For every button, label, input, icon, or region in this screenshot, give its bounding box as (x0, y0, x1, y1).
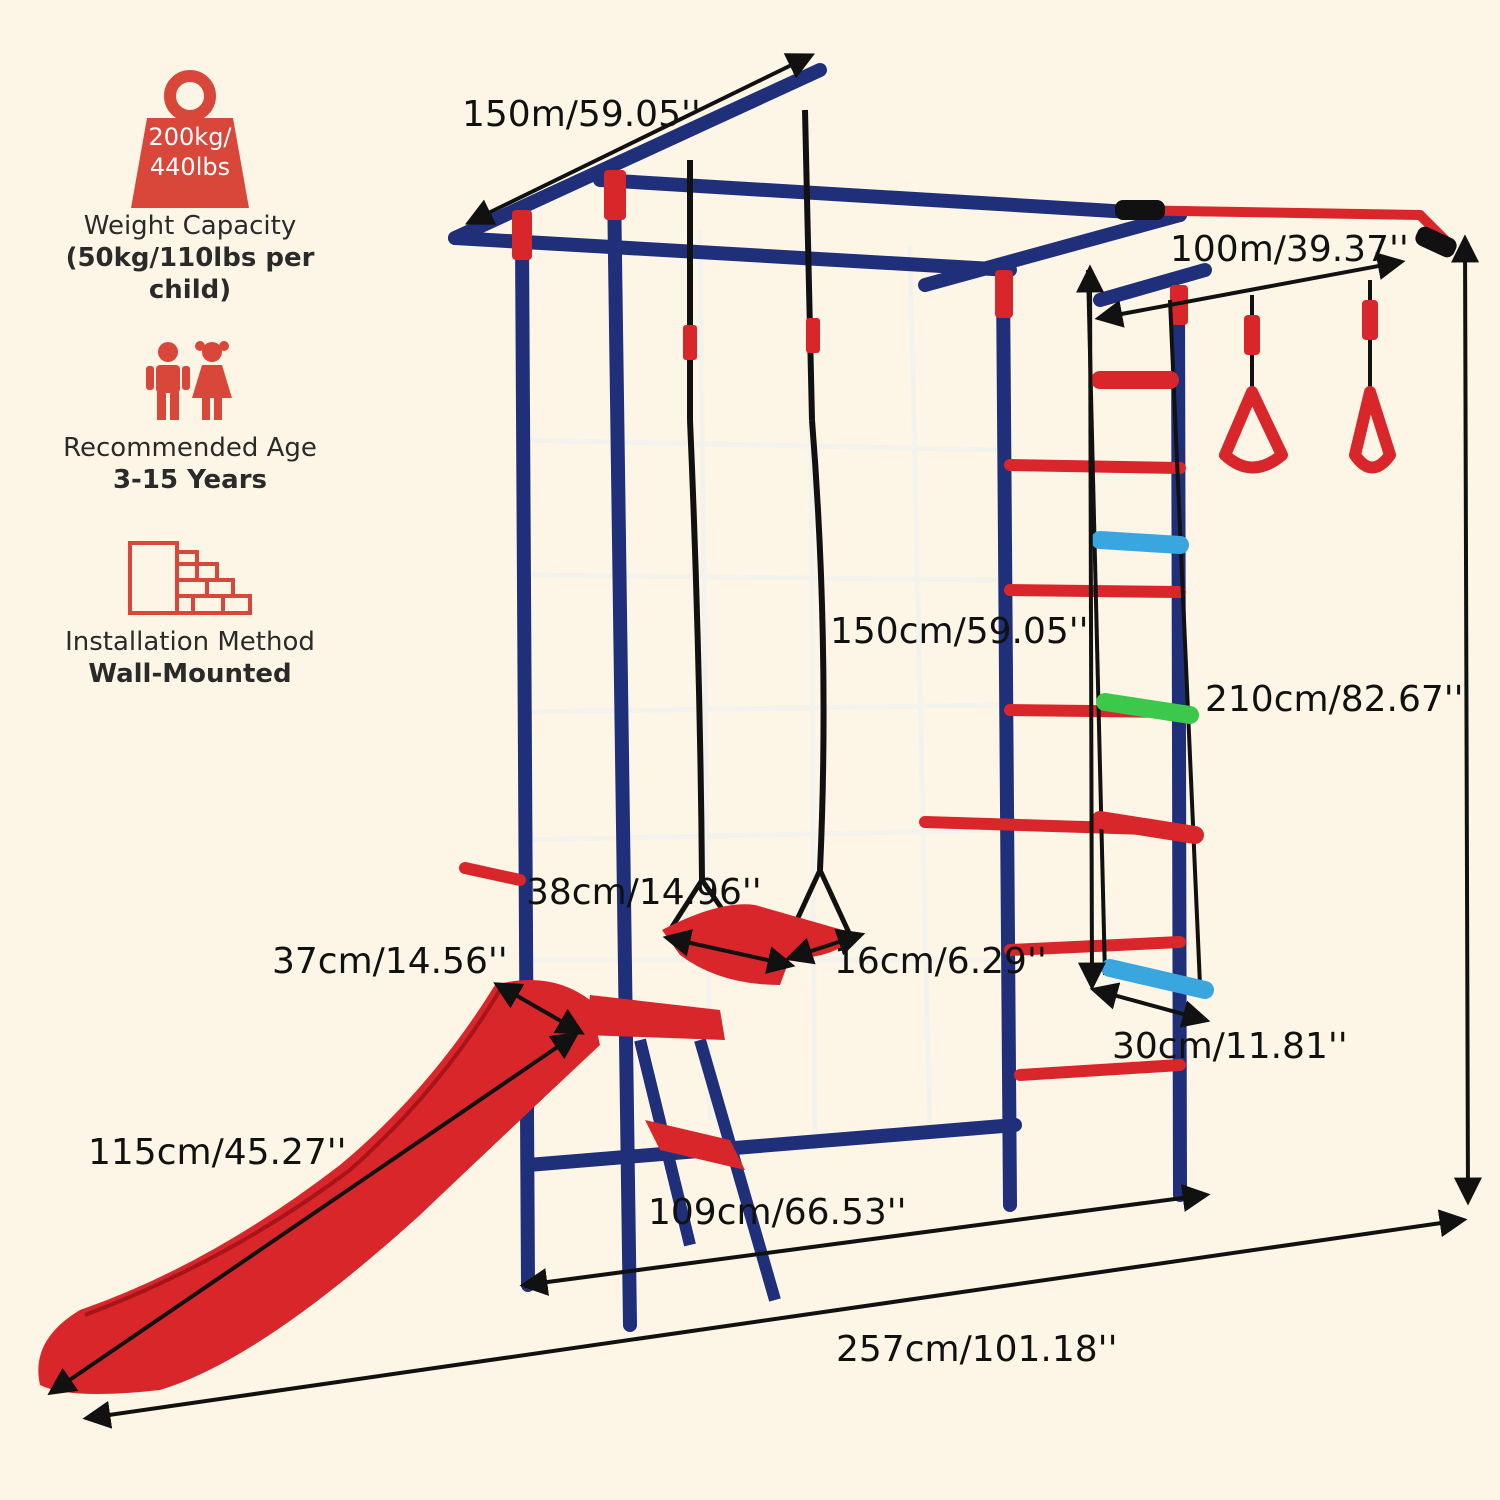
dimension-label-swing-width: 16cm/6.29'' (834, 941, 1047, 982)
pull-up-bar[interactable] (1115, 200, 1459, 260)
dimension-label-slide-width: 37cm/14.56'' (272, 941, 508, 982)
dimension-label-total-height: 210cm/82.67'' (1205, 679, 1464, 720)
rope-ladder[interactable] (1086, 269, 1214, 999)
gym-rings[interactable] (1219, 280, 1396, 474)
dimension-label-slide-length: 115cm/45.27'' (88, 1132, 347, 1173)
brick-wall-icon (127, 540, 253, 616)
weight-icon: 200kg/ 440lbs (125, 70, 255, 210)
dimension-label-swing-length: 38cm/14.96'' (526, 872, 762, 913)
dimension-label-monkey-bar-width: 100m/39.37'' (1170, 229, 1409, 270)
slide[interactable] (38, 980, 601, 1394)
recommended-age-label: Recommended Age (63, 433, 317, 463)
feature-weight-capacity: 200kg/ 440lbs Weight Capacity (50kg/110l… (30, 70, 350, 306)
recommended-age-value: 3-15 Years (112, 465, 268, 495)
installation-method-label: Installation Method (65, 627, 315, 657)
dimension-label-total-length: 257cm/101.18'' (836, 1329, 1118, 1370)
feature-installation-method: Installation Method Wall-Mounted (30, 540, 350, 690)
weight-capacity-value: (50kg/110lbs per child) (65, 243, 315, 305)
dimension-label-frame-width: 109cm/66.53'' (648, 1192, 907, 1233)
dimension-label-net-height: 150cm/59.05'' (830, 611, 1089, 652)
feature-recommended-age: Recommended Age 3-15 Years (30, 340, 350, 496)
installation-method-value: Wall-Mounted (88, 659, 292, 689)
dimension-label-top-depth: 150m/59.05'' (462, 94, 701, 135)
dimension-lines (47, 53, 1482, 1429)
swing[interactable] (662, 109, 860, 985)
weight-icon-text-line: 200kg/ 440lbs (148, 123, 232, 181)
children-icon (140, 340, 240, 422)
weight-icon-text: 200kg/ 440lbs (125, 122, 255, 182)
weight-capacity-label: Weight Capacity (83, 211, 297, 241)
dimension-label-ladder-width: 30cm/11.81'' (1112, 1026, 1348, 1067)
